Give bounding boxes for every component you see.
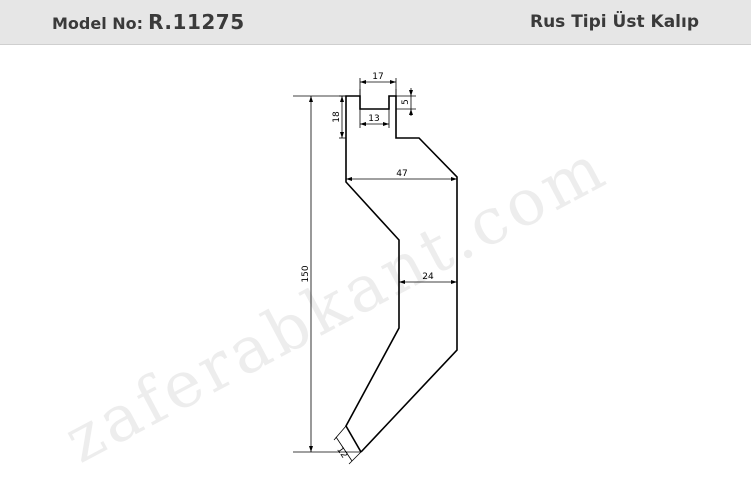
- tool-profile-outline: [345, 95, 458, 453]
- header-bar: Model No: R.11275 Rus Tipi Üst Kalıp: [0, 0, 751, 45]
- model-value: R.11275: [148, 10, 245, 34]
- dim-tip-width: 12: [334, 445, 349, 460]
- watermark: zaferabkant.com: [53, 130, 620, 478]
- dim-top-width: 17: [372, 72, 383, 82]
- page-title: Rus Tipi Üst Kalıp: [529, 12, 699, 32]
- model-number: Model No: R.11275: [52, 10, 245, 34]
- dimension-lines: [293, 78, 457, 465]
- model-label: Model No:: [52, 14, 144, 33]
- dim-total-height: 150: [301, 265, 311, 282]
- dim-neck-width: 13: [368, 114, 379, 124]
- dim-body-width: 47: [396, 169, 407, 179]
- dim-neck-height: 18: [332, 111, 342, 123]
- dim-notch-depth: 5: [401, 99, 411, 105]
- technical-drawing: zaferabkant.com: [53, 72, 620, 478]
- dim-web-width: 24: [422, 272, 434, 282]
- dimension-arrows: [309, 80, 457, 452]
